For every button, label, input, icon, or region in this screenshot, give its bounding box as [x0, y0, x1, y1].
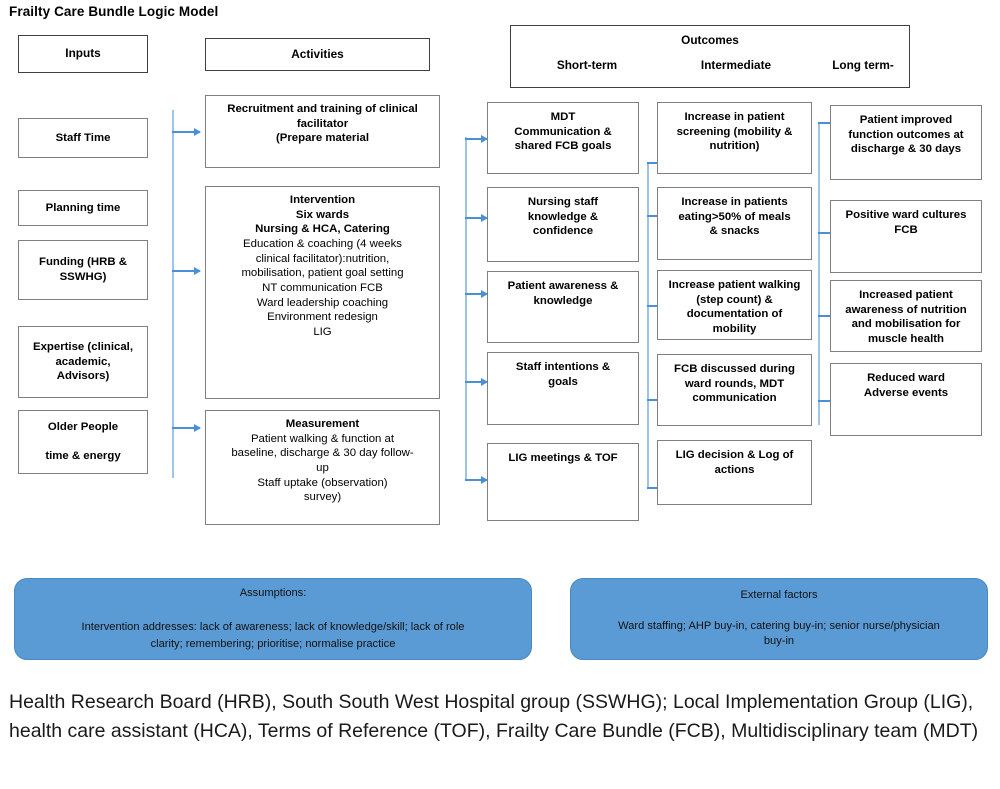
connector-arrow-activities-1	[465, 135, 488, 142]
activity-line: baseline, discharge & 30 day follow-	[231, 447, 414, 460]
external-factors-body: Ward staffing; AHP buy-in, catering buy-…	[618, 620, 940, 648]
header-inputs: Inputs	[18, 35, 148, 73]
activity-line: (Prepare material	[275, 132, 370, 145]
activity-line: Intervention	[289, 194, 356, 206]
long-term-box-function-outcomes: Patient improved function outcomes at di…	[830, 105, 982, 180]
long-term-label: Reduced ward Adverse events	[863, 372, 949, 399]
intermediate-label: Increase in patient screening (mobility …	[676, 111, 793, 153]
short-term-box-lig-meetings: LIG meetings & TOF	[487, 443, 639, 521]
assumptions-panel: Assumptions: Intervention addresses: lac…	[14, 578, 532, 660]
short-term-box-nursing-knowledge: Nursing staff knowledge & confidence	[487, 187, 639, 262]
activity-line: LIG	[313, 325, 332, 338]
header-activities-label: Activities	[291, 46, 344, 61]
input-box-planning-time: Planning time	[18, 190, 148, 226]
connector-arrow-activities-4	[465, 378, 488, 385]
external-factors-text: External factors Ward staffing; AHP buy-…	[604, 573, 954, 665]
connector-arrow-inputs-2	[172, 267, 201, 274]
activity-line: Six wards	[295, 208, 350, 221]
assumptions-title: Assumptions:	[239, 586, 307, 599]
header-outcomes-intermediate-label: Intermediate	[700, 58, 772, 72]
external-factors-title: External factors	[740, 589, 818, 602]
activity-line: Measurement	[285, 418, 360, 430]
intermediate-label: Increase patient walking (step count) & …	[668, 279, 801, 335]
activity-line: Recruitment and training of clinical	[227, 103, 418, 115]
activity-line: Environment redesign	[267, 311, 378, 324]
connector-arrow-activities-5	[465, 476, 488, 483]
short-term-label: Nursing staff knowledge & confidence	[527, 196, 599, 238]
activity-box-recruitment: Recruitment and training of clinical fac…	[205, 95, 440, 168]
connector-spine-intermediate	[818, 122, 820, 425]
activity-measurement-text: Measurement Patient walking & function a…	[206, 411, 439, 505]
header-inputs-label: Inputs	[65, 46, 101, 61]
activity-intervention-text: Intervention Six wards Nursing & HCA, Ca…	[206, 187, 439, 340]
activity-line: survey)	[303, 491, 342, 504]
header-activities: Activities	[205, 38, 430, 71]
long-term-box-adverse-events: Reduced ward Adverse events	[830, 363, 982, 436]
short-term-label: MDT Communication & shared FCB goals	[514, 111, 612, 153]
connector-spine-activities	[465, 137, 467, 481]
activity-line: facilitator	[296, 117, 349, 130]
input-label: Planning time	[45, 201, 121, 214]
page-title-rest: Logic Model	[134, 4, 219, 19]
activity-line: Staff uptake (observation)	[257, 476, 388, 489]
header-outcomes-long-label: Long term-	[832, 58, 894, 72]
activity-recruitment-text: Recruitment and training of clinical fac…	[206, 96, 439, 146]
header-outcomes-label: Outcomes	[681, 33, 739, 47]
short-term-label: Staff intentions & goals	[515, 361, 611, 388]
input-box-expertise: Expertise (clinical, academic, Advisors)	[18, 326, 148, 398]
intermediate-box-patient-screening: Increase in patient screening (mobility …	[657, 102, 812, 174]
header-outcomes: Outcomes Short-term Intermediate Long te…	[510, 25, 910, 88]
intermediate-label: FCB discussed during ward rounds, MDT co…	[674, 363, 795, 405]
long-term-label: Increased patient awareness of nutrition…	[845, 289, 967, 345]
input-box-older-people: Older People time & energy	[18, 410, 148, 474]
input-label: Expertise (clinical, academic, Advisors)	[32, 341, 134, 383]
input-box-funding: Funding (HRB & SSWHG)	[18, 240, 148, 300]
abbreviations-legend: Health Research Board (HRB), South South…	[9, 691, 979, 742]
activity-line: clinical facilitator):nutrition,	[255, 252, 390, 265]
activity-line: Nursing & HCA, Catering	[255, 223, 390, 236]
input-box-staff-time: Staff Time	[18, 118, 148, 158]
activity-line: Education & coaching (4 weeks	[243, 237, 402, 250]
activity-line: NT communication FCB	[262, 281, 383, 294]
input-label: Staff Time	[55, 131, 111, 144]
short-term-label: Patient awareness & knowledge	[507, 280, 619, 307]
page-title-bold: Frailty Care Bundle	[9, 4, 135, 19]
connector-spine-short-term	[647, 162, 649, 489]
activity-line: Ward leadership coaching	[256, 296, 389, 309]
activity-line: Patient walking & function at	[250, 432, 395, 445]
input-label: Funding (HRB & SSWHG)	[39, 256, 127, 283]
long-term-label: Patient improved function outcomes at di…	[848, 114, 964, 156]
connector-arrow-activities-2	[465, 214, 488, 221]
input-label: Older People time & energy	[45, 421, 121, 463]
intermediate-box-fcb-ward-rounds: FCB discussed during ward rounds, MDT co…	[657, 354, 812, 426]
external-factors-panel: External factors Ward staffing; AHP buy-…	[570, 578, 988, 660]
long-term-box-ward-cultures: Positive ward cultures FCB	[830, 200, 982, 273]
assumptions-body: Intervention addresses: lack of awarenes…	[81, 621, 465, 651]
short-term-box-patient-awareness: Patient awareness & knowledge	[487, 271, 639, 343]
short-term-box-staff-intentions: Staff intentions & goals	[487, 352, 639, 425]
intermediate-box-eating: Increase in patients eating>50% of meals…	[657, 187, 812, 260]
activity-box-intervention: Intervention Six wards Nursing & HCA, Ca…	[205, 186, 440, 399]
short-term-label: LIG meetings & TOF	[508, 452, 618, 464]
short-term-box-mdt-communication: MDT Communication & shared FCB goals	[487, 102, 639, 174]
long-term-label: Positive ward cultures FCB	[845, 209, 967, 236]
header-outcomes-short-label: Short-term	[556, 58, 618, 72]
intermediate-box-lig-decision: LIG decision & Log of actions	[657, 440, 812, 505]
page-title: Frailty Care Bundle Logic Model	[9, 4, 218, 19]
long-term-box-patient-awareness-nutrition: Increased patient awareness of nutrition…	[830, 280, 982, 352]
intermediate-label: Increase in patients eating>50% of meals…	[678, 196, 791, 238]
connector-arrow-activities-3	[465, 290, 488, 297]
connector-arrow-inputs-1	[172, 128, 201, 135]
connector-arrow-inputs-3	[172, 424, 201, 431]
connector-spine-inputs	[172, 110, 174, 478]
intermediate-box-patient-walking: Increase patient walking (step count) & …	[657, 270, 812, 340]
intermediate-label: LIG decision & Log of actions	[675, 449, 794, 476]
activity-box-measurement: Measurement Patient walking & function a…	[205, 410, 440, 525]
assumptions-text: Assumptions: Intervention addresses: lac…	[68, 567, 479, 670]
activity-line: up	[316, 461, 329, 474]
activity-line: mobilisation, patient goal setting	[241, 267, 404, 280]
